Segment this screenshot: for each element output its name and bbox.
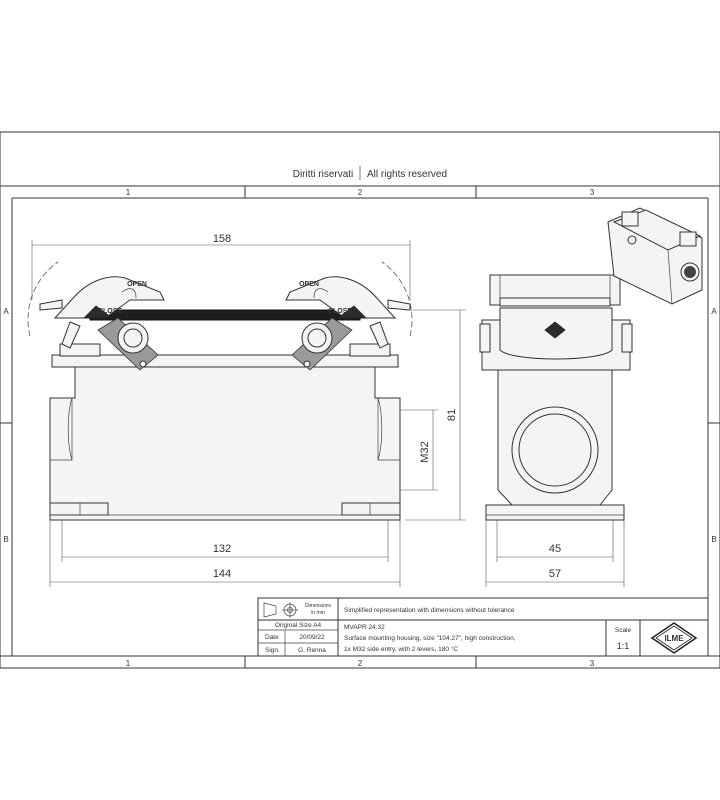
- scale-label: Scale: [615, 627, 632, 634]
- dimensions-unit-label-1: Dimensions: [305, 603, 332, 609]
- scale-value: 1:1: [617, 641, 630, 651]
- grid-col-1-top: 1: [126, 188, 131, 197]
- grid-col-3-bottom: 3: [590, 659, 595, 668]
- lever-left-close-label: CLOSE: [98, 308, 122, 315]
- front-view-dimensions: 158 132 144 81 M32: [31, 233, 466, 587]
- grid-row-a-right: A: [711, 307, 717, 316]
- ilme-logo-text: ILME: [664, 634, 684, 643]
- dimension-158: 158: [213, 233, 231, 245]
- tolerance-note: Simplified representation with dimension…: [344, 607, 515, 614]
- grid-col-3-top: 3: [590, 188, 595, 197]
- grid-col-2-bottom: 2: [358, 659, 363, 668]
- grid-row-b-right: B: [711, 535, 716, 544]
- grid-col-2-top: 2: [358, 188, 363, 197]
- sign-label: Sign.: [265, 647, 280, 654]
- lever-left-open-label: OPEN: [127, 281, 147, 288]
- dimension-45: 45: [549, 543, 561, 555]
- side-view: [479, 274, 633, 521]
- product-description-line-1: Surface mounting housing, size "104.27",…: [344, 635, 516, 642]
- dimension-m32: M32: [419, 441, 431, 462]
- dimension-132: 132: [213, 543, 231, 555]
- rights-reserved-it: Diritti riservati: [293, 169, 354, 180]
- dimensions-unit-label-2: in mm: [311, 610, 325, 616]
- front-view: OPEN CLOSE OPEN CLOSE: [27, 261, 413, 521]
- lever-right-close-label: CLOSE: [328, 308, 352, 315]
- grid-col-1-bottom: 1: [126, 659, 131, 668]
- rights-reserved-en: All rights reserved: [367, 169, 447, 180]
- product-description-line-2: 1x M32 side entry, with 2 levers, 180 °C: [344, 645, 458, 653]
- side-view-dimensions: 45 57: [485, 520, 625, 587]
- sign-value: G. Renna: [298, 647, 326, 654]
- date-value: 20/09/22: [299, 634, 325, 641]
- date-label: Date: [265, 634, 279, 641]
- title-block: Dimensions in mm Original Size A4 Date 2…: [257, 597, 709, 657]
- product-code: MVAPR 24.32: [344, 624, 385, 631]
- dimension-144: 144: [213, 568, 231, 580]
- isometric-preview: [607, 207, 703, 305]
- projection-symbol-icon: [263, 602, 298, 618]
- lever-right-open-label: OPEN: [299, 281, 319, 288]
- grid-row-b-left: B: [3, 535, 8, 544]
- original-size: Original Size A4: [275, 622, 322, 629]
- dimension-57: 57: [549, 568, 561, 580]
- ilme-logo: ILME: [650, 622, 698, 654]
- dimension-81: 81: [446, 409, 458, 421]
- grid-row-a-left: A: [3, 307, 9, 316]
